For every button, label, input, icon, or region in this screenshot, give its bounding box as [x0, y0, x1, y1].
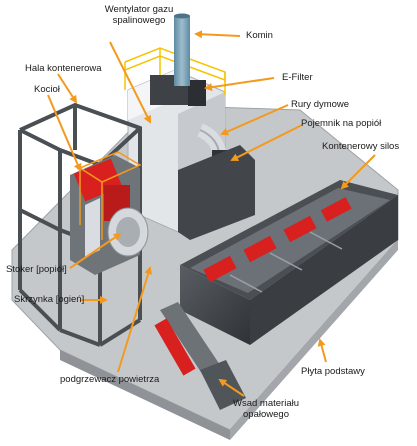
label-komin: Komin — [246, 30, 273, 41]
base-plate-front-edge — [60, 350, 230, 440]
label-pojemnik-na-popiol: Pojemnik na popiół — [301, 118, 382, 129]
arrow-plyta — [317, 338, 327, 363]
boiler-housing — [127, 69, 255, 240]
annotation-arrows — [47, 30, 376, 397]
label-rury-dymowe: Rury dymowe — [291, 99, 350, 110]
arrow-hala — [57, 73, 78, 104]
label-skrzynka-ogien: Skrzynka [ogień] — [14, 294, 85, 305]
label-wentylator-gazu-spalinowego: Wentylator gazu spalinowego — [104, 4, 174, 26]
arrow-rury — [220, 104, 289, 136]
label-wsad-materialu-opalowego: Wsad materiału opałowego — [233, 398, 299, 420]
arrow-silos — [340, 154, 376, 190]
arrow-kociol — [47, 94, 82, 172]
label-plyta-podstawy: Płyta podstawy — [301, 366, 365, 377]
label-kociol: Kocioł — [34, 84, 60, 95]
label-e-filter: E-Filter — [282, 72, 313, 83]
container-silos — [180, 180, 398, 345]
base-plate-right-edge — [230, 240, 398, 440]
arrow-wsad — [218, 378, 245, 397]
label-stoker-popiol: Stoker [popiół] — [6, 264, 67, 275]
label-podgrzewacz-powietrza: podgrzewacz powietrza — [60, 374, 160, 385]
arrow-wentylator — [109, 41, 151, 124]
boiler — [70, 151, 149, 275]
label-kontenerowy-silos: Kontenerowy silos — [322, 141, 400, 152]
arrow-podgrzewacz — [117, 266, 153, 373]
arrow-stoker — [69, 232, 122, 269]
top-railing — [124, 47, 226, 95]
arrow-e-filter — [204, 77, 275, 92]
chimney — [174, 13, 190, 86]
arrow-pojemnik — [230, 124, 303, 161]
arrow-komin — [194, 30, 241, 39]
label-hala-kontenerowa: Hala kontenerowa — [25, 63, 102, 74]
